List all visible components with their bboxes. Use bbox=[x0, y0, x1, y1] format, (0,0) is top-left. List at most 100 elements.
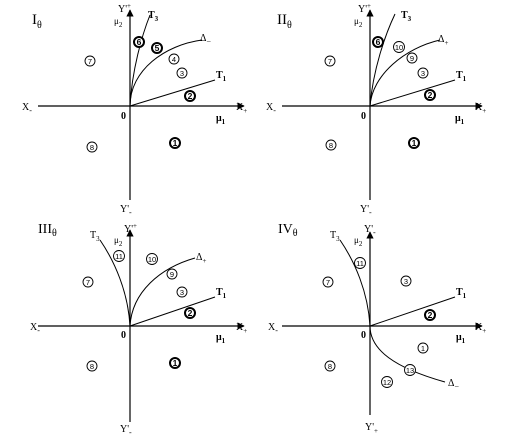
svg-text:1: 1 bbox=[173, 358, 178, 368]
svg-text:13: 13 bbox=[406, 366, 414, 375]
curve-Delta bbox=[129, 257, 196, 327]
svg-text:1: 1 bbox=[173, 138, 178, 148]
y-bottom-label: Y'- bbox=[120, 204, 132, 217]
svg-text:11: 11 bbox=[115, 252, 123, 261]
svg-text:9: 9 bbox=[410, 54, 414, 63]
svg-text:8: 8 bbox=[90, 362, 94, 371]
curve-T3 bbox=[339, 239, 371, 327]
panel-title: IVθ bbox=[278, 222, 298, 239]
region-marker: 2 bbox=[184, 307, 196, 319]
panel-title: Iθ bbox=[32, 12, 42, 31]
svg-text:3: 3 bbox=[180, 288, 184, 297]
T3-label: T3 bbox=[330, 230, 340, 243]
region-marker: 8 bbox=[325, 139, 337, 151]
svg-text:8: 8 bbox=[328, 362, 332, 371]
y-top-label: Y'+ bbox=[358, 2, 371, 15]
x-right-label: X+ bbox=[236, 322, 247, 335]
region-marker: 10 bbox=[393, 41, 405, 53]
x-left-label: X- bbox=[268, 322, 278, 335]
mu2-label: μ2 bbox=[354, 235, 363, 248]
region-marker: 8 bbox=[324, 360, 336, 372]
svg-text:7: 7 bbox=[88, 57, 92, 66]
panel-III: IIIθ Y'+ μ2 Y'- X- X+ μ1 0 T3 T1 Δ+ 1 2 … bbox=[30, 222, 247, 437]
y-bottom-label: Y'- bbox=[120, 424, 132, 437]
T1-label: T1 bbox=[456, 287, 467, 300]
y-top-label: Y'+ bbox=[124, 222, 137, 235]
y-top-label: Y'- bbox=[364, 224, 376, 237]
region-marker: 8 bbox=[86, 141, 98, 153]
region-marker: 7 bbox=[322, 276, 334, 288]
region-marker: 7 bbox=[324, 55, 336, 67]
svg-text:2: 2 bbox=[188, 308, 193, 318]
region-marker: 2 bbox=[424, 309, 436, 321]
Delta-label: Δ− bbox=[448, 378, 459, 391]
origin-label: 0 bbox=[121, 111, 126, 122]
region-marker: 3 bbox=[400, 275, 412, 287]
curve-T1 bbox=[129, 296, 216, 327]
svg-text:1: 1 bbox=[412, 138, 417, 148]
curve-Delta bbox=[369, 325, 446, 383]
x-right-label: X+ bbox=[475, 322, 486, 335]
region-marker: 9 bbox=[166, 268, 178, 280]
region-marker: 7 bbox=[82, 276, 94, 288]
mu1-label: μ1 bbox=[216, 113, 226, 126]
svg-text:7: 7 bbox=[328, 57, 332, 66]
panel-II: IIθ Y'+ μ2 Y'- X- X+ μ1 0 T3 T1 Δ+ 1 2 3… bbox=[266, 2, 486, 217]
curve-T1 bbox=[129, 79, 216, 107]
panel-I: Iθ Y'+ μ2 Y'- X- X+ μ1 0 T3 T1 Δ− 1 2 3 … bbox=[22, 2, 247, 217]
Delta-label: Δ+ bbox=[196, 252, 206, 265]
mu1-label: μ1 bbox=[456, 332, 466, 345]
origin-label: 0 bbox=[361, 330, 366, 341]
region-marker: 6 bbox=[133, 36, 145, 48]
region-marker: 7 bbox=[84, 55, 96, 67]
svg-text:6: 6 bbox=[137, 37, 142, 47]
svg-text:3: 3 bbox=[404, 277, 408, 286]
region-marker: 10 bbox=[146, 253, 158, 265]
svg-text:3: 3 bbox=[180, 69, 184, 78]
region-marker: 9 bbox=[406, 52, 418, 64]
curve-T3 bbox=[99, 239, 131, 327]
mu1-label: μ1 bbox=[455, 113, 465, 126]
svg-text:2: 2 bbox=[188, 91, 193, 101]
svg-text:5: 5 bbox=[155, 43, 160, 53]
curve-T3 bbox=[369, 13, 396, 107]
region-marker: 3 bbox=[176, 286, 188, 298]
region-marker: 2 bbox=[184, 90, 196, 102]
origin-label: 0 bbox=[121, 330, 126, 341]
svg-text:12: 12 bbox=[383, 378, 391, 387]
region-marker: 6 bbox=[372, 36, 384, 48]
mu2-label: μ2 bbox=[354, 16, 363, 29]
x-right-label: X+ bbox=[236, 102, 247, 115]
svg-text:10: 10 bbox=[148, 255, 156, 264]
region-marker: 2 bbox=[424, 89, 436, 101]
panel-IV: IVθ Y'- μ2 Y'+ X- X+ μ1 0 T3 T1 Δ− 3 2 1… bbox=[268, 222, 486, 435]
region-marker: 11 bbox=[113, 250, 125, 262]
x-left-label: X- bbox=[266, 102, 276, 115]
region-marker: 13 bbox=[404, 364, 416, 376]
region-marker: 12 bbox=[381, 376, 393, 388]
region-marker: 1 bbox=[408, 137, 420, 149]
svg-text:7: 7 bbox=[326, 278, 330, 287]
y-top-label: Y'+ bbox=[118, 2, 131, 15]
region-marker: 4 bbox=[168, 53, 180, 65]
region-marker: 8 bbox=[86, 360, 98, 372]
curve-T1 bbox=[369, 296, 456, 327]
region-marker: 3 bbox=[417, 67, 429, 79]
Delta-label: Δ+ bbox=[438, 34, 448, 47]
y-bottom-label: Y'+ bbox=[365, 422, 378, 435]
T1-label: T1 bbox=[456, 70, 467, 83]
svg-text:4: 4 bbox=[172, 55, 176, 64]
curve-T3 bbox=[129, 14, 151, 107]
x-right-label: X+ bbox=[475, 102, 486, 115]
mu1-label: μ1 bbox=[216, 332, 226, 345]
svg-text:8: 8 bbox=[90, 143, 94, 152]
svg-text:2: 2 bbox=[428, 310, 433, 320]
svg-text:3: 3 bbox=[421, 69, 425, 78]
region-marker: 1 bbox=[417, 342, 429, 354]
Delta-label: Δ− bbox=[200, 33, 211, 46]
T3-label: T3 bbox=[401, 10, 412, 23]
region-marker: 5 bbox=[151, 42, 163, 54]
mu2-label: μ2 bbox=[114, 235, 123, 248]
T3-label: T3 bbox=[90, 230, 100, 243]
